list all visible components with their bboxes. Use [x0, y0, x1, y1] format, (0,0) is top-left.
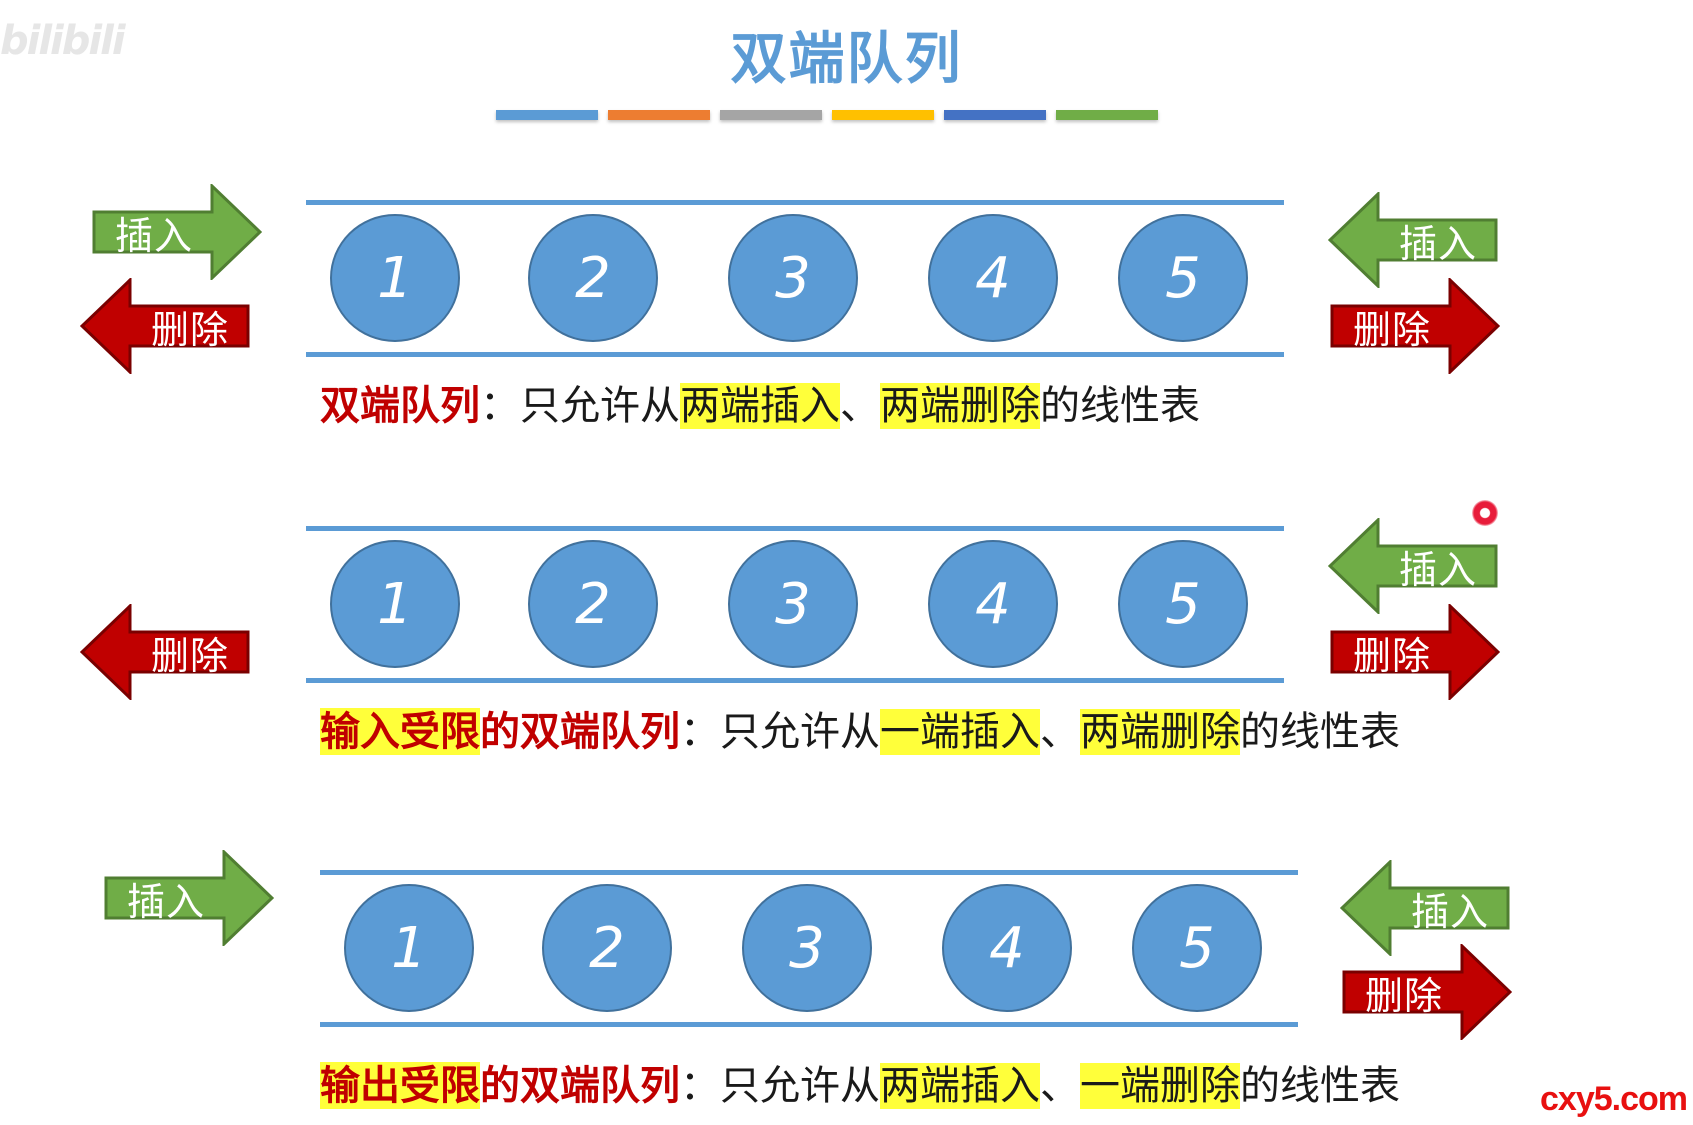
- insert-label: 插入: [114, 213, 193, 258]
- queue-element: 5: [1132, 884, 1262, 1012]
- term-highlight: 输出受限: [320, 1062, 480, 1109]
- arrow-right-icon: [1330, 604, 1500, 700]
- delete-label: 删除: [150, 633, 229, 678]
- desc-prefix: 只允许从: [520, 383, 680, 429]
- desc-suffix: 的线性表: [1240, 1063, 1400, 1109]
- queue-element: 1: [344, 884, 474, 1012]
- insert-label: 插入: [1410, 889, 1489, 934]
- queue-element: 3: [728, 540, 858, 668]
- arrow-left-icon: [1340, 860, 1510, 956]
- colon: ：: [680, 1063, 720, 1109]
- desc-prefix: 只允许从: [720, 1063, 880, 1109]
- left-delete-arrow: 删除: [80, 278, 250, 374]
- queue-element: 5: [1118, 540, 1248, 668]
- page-title: 双端队列: [730, 27, 963, 92]
- arrow-left-icon: [80, 278, 250, 374]
- bottom-rail: [306, 678, 1284, 683]
- color-bar-segment: [608, 110, 710, 120]
- input-restricted-description: 输入受限的双端队列：只允许从一端插入、两端删除的线性表: [320, 706, 1400, 758]
- highlight-delete: 两端删除: [880, 383, 1040, 429]
- bilibili-watermark: bilibili: [0, 18, 126, 64]
- color-bar-segment: [944, 110, 1046, 120]
- colon: ：: [680, 709, 720, 755]
- color-bar-segment: [720, 110, 822, 120]
- desc-suffix: 的线性表: [1040, 383, 1200, 429]
- highlight-insert: 两端插入: [880, 1063, 1040, 1109]
- top-rail: [306, 526, 1284, 531]
- arrow-right-icon: [104, 850, 274, 946]
- insert-label: 插入: [1398, 547, 1477, 592]
- left-delete-arrow: 删除: [80, 604, 250, 700]
- colon: ：: [480, 383, 520, 429]
- output-restricted-description: 输出受限的双端队列：只允许从两端插入、一端删除的线性表: [320, 1060, 1400, 1112]
- term-rest: 的双端队列: [480, 708, 680, 755]
- deque-description: 双端队列：只允许从两端插入、两端删除的线性表: [320, 380, 1200, 432]
- right-delete-arrow: 删除: [1330, 278, 1500, 374]
- queue-element: 1: [330, 214, 460, 342]
- bottom-rail: [306, 352, 1284, 357]
- queue-element: 2: [528, 540, 658, 668]
- top-rail: [320, 870, 1298, 875]
- arrow-left-icon: [1328, 518, 1498, 614]
- right-insert-arrow: 插入: [1340, 860, 1510, 956]
- separator: 、: [1040, 1063, 1080, 1109]
- desc-prefix: 只允许从: [720, 709, 880, 755]
- right-delete-arrow: 删除: [1342, 944, 1512, 1040]
- delete-label: 删除: [1352, 307, 1431, 352]
- delete-label: 删除: [150, 307, 229, 352]
- insert-label: 插入: [1398, 221, 1477, 266]
- term-highlight: 输入受限: [320, 708, 480, 755]
- highlight-delete: 一端删除: [1080, 1063, 1240, 1109]
- right-delete-arrow: 删除: [1330, 604, 1500, 700]
- arrow-left-icon: [1328, 192, 1498, 288]
- arrow-right-icon: [92, 184, 262, 280]
- color-bar-segment: [1056, 110, 1158, 120]
- desc-suffix: 的线性表: [1240, 709, 1400, 755]
- queue-element: 2: [542, 884, 672, 1012]
- queue-element: 4: [942, 884, 1072, 1012]
- highlight-insert: 一端插入: [880, 709, 1040, 755]
- highlight-insert: 两端插入: [680, 383, 840, 429]
- queue-element: 1: [330, 540, 460, 668]
- color-divider: [496, 110, 1158, 120]
- color-bar-segment: [496, 110, 598, 120]
- delete-label: 删除: [1352, 633, 1431, 678]
- queue-element: 4: [928, 540, 1058, 668]
- insert-label: 插入: [126, 879, 205, 924]
- arrow-left-icon: [80, 604, 250, 700]
- term: 双端队列: [320, 382, 480, 429]
- right-insert-arrow: 插入: [1328, 192, 1498, 288]
- site-brand: cxy5.com: [1540, 1080, 1688, 1118]
- right-insert-arrow: 插入: [1328, 518, 1498, 614]
- queue-element: 3: [742, 884, 872, 1012]
- left-insert-arrow: 插入: [104, 850, 274, 946]
- arrow-right-icon: [1330, 278, 1500, 374]
- queue-element: 3: [728, 214, 858, 342]
- arrow-right-icon: [1342, 944, 1512, 1040]
- separator: 、: [840, 383, 880, 429]
- queue-element: 2: [528, 214, 658, 342]
- queue-element: 4: [928, 214, 1058, 342]
- laser-pointer-icon: [1472, 500, 1498, 526]
- queue-element: 5: [1118, 214, 1248, 342]
- left-insert-arrow: 插入: [92, 184, 262, 280]
- color-bar-segment: [832, 110, 934, 120]
- top-rail: [306, 200, 1284, 205]
- bottom-rail: [320, 1022, 1298, 1027]
- delete-label: 删除: [1364, 973, 1443, 1018]
- highlight-delete: 两端删除: [1080, 709, 1240, 755]
- term-rest: 的双端队列: [480, 1062, 680, 1109]
- separator: 、: [1040, 709, 1080, 755]
